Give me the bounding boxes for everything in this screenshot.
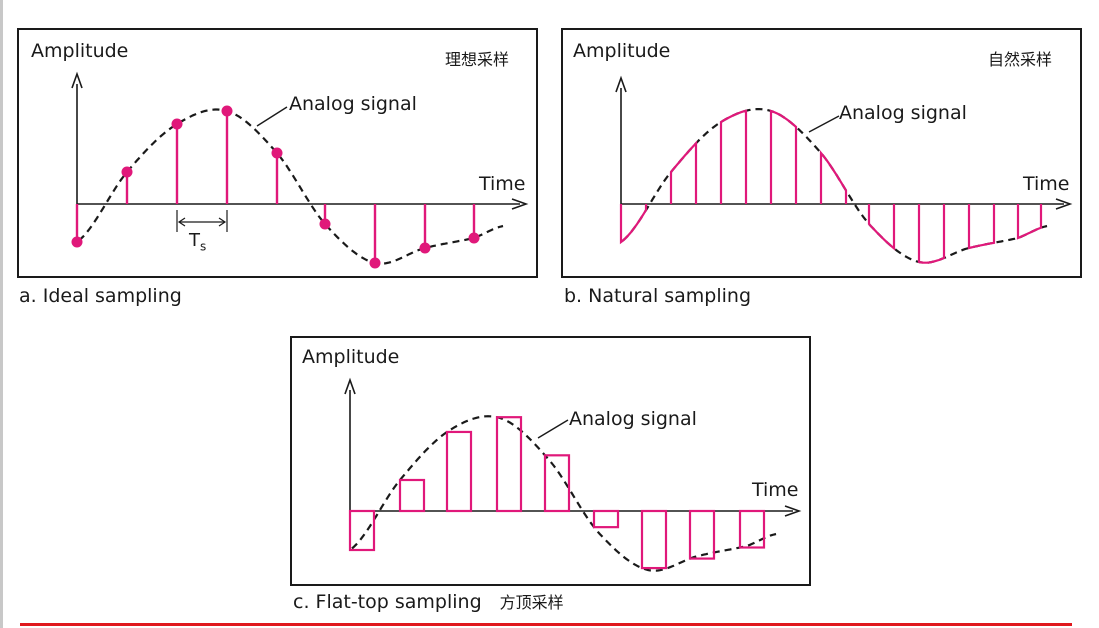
natural-caption-text: b. Natural sampling [564, 285, 752, 307]
interval-arrow-right [218, 217, 227, 227]
signal-label-pointer [256, 106, 288, 127]
natural-sample-pulse [917, 204, 946, 264]
flattop-sample-pulse [348, 509, 376, 552]
natural-sample-pulse [619, 204, 648, 245]
interval-arrow-left [177, 217, 186, 227]
flattop-sampling-plot [344, 377, 802, 572]
ideal-sampling-plot [71, 71, 529, 269]
amplitude-axis-arrow [71, 71, 83, 89]
natural-sample-pulse [719, 109, 748, 204]
flattop-sample-pulse [592, 509, 620, 529]
time-axis-arrow [1055, 198, 1073, 210]
interval-label: Ts [189, 230, 207, 254]
sample-point [271, 147, 283, 159]
analog-signal-label: Analog signal [289, 93, 417, 115]
page-edge [0, 0, 3, 628]
flattop-sample-pulse [495, 416, 523, 513]
flattop-caption-text: c. Flat-top sampling [293, 591, 482, 613]
sample-point [369, 257, 381, 269]
analog-signal-curve [622, 108, 1048, 264]
natural-sampling-plot [615, 75, 1073, 264]
time-axis-arrow [511, 198, 529, 210]
amplitude-axis-arrow [344, 377, 356, 395]
bottom-rule [20, 623, 1072, 626]
amplitude-label: Amplitude [573, 40, 671, 62]
ideal-sampling-panel: Amplitude 理想采样 Time Analog signal Ts [17, 28, 538, 278]
amplitude-label: Amplitude [31, 40, 129, 62]
analog-signal-curve [78, 108, 504, 265]
sample-point [419, 242, 431, 254]
sample-point [221, 105, 233, 117]
analog-signal-label: Analog signal [839, 102, 967, 124]
time-label: Time [1023, 173, 1070, 195]
signal-label-pointer [808, 115, 840, 133]
ideal-caption-text: a. Ideal sampling [19, 285, 182, 307]
amplitude-axis-arrow [615, 75, 627, 93]
natural-caption: b. Natural sampling [564, 285, 751, 307]
time-label: Time [479, 173, 526, 195]
ideal-caption: a. Ideal sampling [19, 285, 182, 307]
natural-sample-pulse [967, 204, 996, 250]
sample-point [71, 236, 83, 248]
sample-point [319, 218, 331, 230]
signal-label-pointer [537, 419, 569, 439]
flattop-chinese: 方顶采样 [499, 593, 564, 612]
flattop-sample-pulse [738, 509, 766, 549]
flattop-sample-pulse [543, 454, 571, 513]
sample-point [468, 232, 480, 244]
analog-signal-curve [351, 415, 777, 572]
natural-sample-pulse [819, 149, 848, 204]
time-label: Time [752, 479, 799, 501]
analog-signal-label: Analog signal [569, 408, 697, 430]
flattop-sample-pulse [398, 478, 426, 513]
natural-sample-pulse [669, 140, 698, 204]
time-axis-arrow [784, 505, 802, 517]
chinese-title: 理想采样 [445, 50, 510, 69]
chinese-title: 自然采样 [988, 50, 1053, 69]
natural-sample-pulse [1016, 204, 1043, 240]
flattop-sampling-panel: Amplitude Time Analog signal [290, 336, 811, 586]
flattop-sample-pulse [445, 430, 473, 513]
natural-sample-pulse [769, 109, 798, 204]
flattop-caption: c. Flat-top sampling 方顶采样 [293, 589, 564, 613]
flattop-sample-pulse [640, 509, 668, 570]
sample-point [171, 118, 183, 130]
amplitude-label: Amplitude [302, 346, 400, 368]
flattop-sample-pulse [688, 509, 716, 560]
natural-sample-pulse [867, 204, 896, 251]
natural-sampling-panel: Amplitude 自然采样 Time Analog signal [561, 28, 1082, 278]
sample-point [121, 166, 133, 178]
